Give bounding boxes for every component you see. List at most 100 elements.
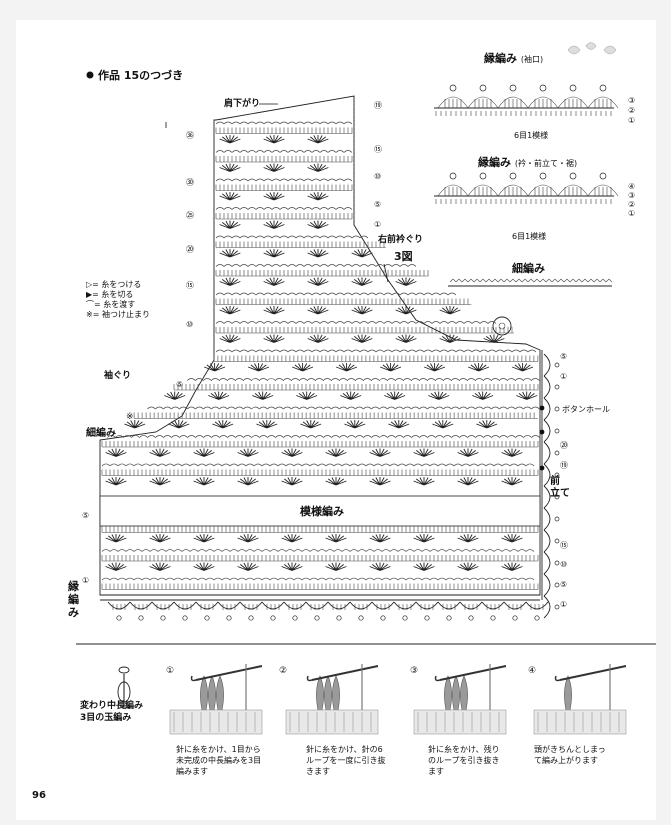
edging-label-char: み: [68, 606, 79, 619]
edging-scallop: [327, 601, 351, 610]
chain-mesh-row: [215, 207, 353, 210]
edging-stitches: [310, 604, 324, 610]
fan-motif: [263, 220, 285, 229]
stitch-row: [101, 583, 539, 590]
fan-motif: [501, 562, 523, 571]
crochet-hook-icon: [439, 665, 507, 681]
row-number-right: ①: [560, 372, 568, 381]
fan-motif: [340, 391, 362, 400]
edging-chart-base-stitches: [435, 199, 612, 204]
fan-motif: [237, 562, 259, 571]
edging-chart-stitches: [564, 187, 582, 196]
edging-chart-arch: [587, 184, 619, 197]
legend-text: = 袖つけ止まり: [92, 310, 150, 319]
legend-text: = 糸を切る: [92, 290, 134, 299]
edging-chart-stitches: [534, 99, 552, 108]
edging-scallop: [349, 601, 373, 610]
edging-picot: [380, 615, 386, 621]
chain-mesh-row: [215, 150, 353, 153]
band-scallop: [543, 595, 551, 619]
fan-motif: [281, 448, 303, 457]
edging-picot: [248, 615, 254, 621]
band-picot: [554, 516, 560, 522]
band-picot: [554, 472, 560, 478]
caption-line: 未完成の中長編みを3目: [176, 756, 262, 765]
edging-chart-arch: [437, 96, 469, 109]
fan-motif: [413, 448, 435, 457]
fan-motif: [439, 334, 461, 343]
buttonhole-icon: [539, 465, 545, 471]
caption-line: きます: [306, 767, 330, 776]
sleeve-stop-mark: ※: [126, 412, 134, 422]
page-title: 作品 15のつづき: [98, 69, 184, 82]
row-number-left: ⑤: [82, 511, 90, 520]
fan-motif: [369, 562, 391, 571]
legend-carry-icon: ⌒: [86, 300, 94, 309]
fan-motif: [219, 249, 241, 258]
chain-mesh-row: [215, 321, 497, 324]
edging-chart-picot: [599, 172, 607, 180]
howto-step-illustration: [285, 664, 379, 735]
buttonhole-icon: [539, 405, 545, 411]
edging-band-row-numbers: ④ ③ ② ①: [628, 182, 635, 218]
edging-stitches: [376, 604, 390, 610]
fan-motif: [263, 249, 285, 258]
edging-picot: [402, 615, 408, 621]
row-number-right: ①: [560, 600, 568, 609]
edging-stitches: [112, 604, 126, 610]
legend-cut-icon: ▶: [86, 290, 93, 299]
edging-band-note: (衿・前立て・裾): [514, 159, 578, 168]
edging-stitches: [134, 604, 148, 610]
edging-chart-picot: [539, 84, 547, 92]
edging-stitches: [442, 604, 456, 610]
corner-flower-center-icon: [498, 322, 506, 330]
fan-motif: [380, 363, 402, 372]
fan-motif: [256, 420, 278, 429]
edging-picot: [424, 615, 430, 621]
fan-motif: [336, 363, 358, 372]
row-number: ③: [628, 191, 636, 200]
symbol-legend: ▷= 糸をつける ▶= 糸を切る ⌒= 糸を渡す ※= 袖つけ止まり: [86, 280, 150, 320]
band-picot: [554, 582, 560, 588]
edging-chart-stitches: [504, 187, 522, 196]
fan-motif: [219, 163, 241, 172]
edging-chart-arch: [497, 184, 529, 197]
fan-motif: [281, 562, 303, 571]
legend-item: ▶= 糸を切る: [86, 290, 150, 300]
fan-motif: [149, 562, 171, 571]
caption-line: のループを引き抜き: [428, 756, 500, 765]
fan-motif: [476, 420, 498, 429]
edging-scallop: [129, 601, 153, 610]
shoulder-label: 肩下がり: [224, 99, 261, 109]
edging-chart-stitches: [534, 187, 552, 196]
row-number-left: ㊱: [186, 131, 194, 140]
stitch-row: [101, 469, 539, 476]
fan-motif: [307, 220, 329, 229]
band-scallop: [543, 463, 551, 487]
edging-picot: [138, 615, 144, 621]
edging-sleeve-title: 縁編み (袖口): [484, 50, 543, 66]
edging-stitches: [530, 604, 544, 610]
row-number: ④: [628, 182, 636, 191]
row-number-right: ⑮: [374, 145, 382, 154]
edging-scallop: [459, 601, 483, 610]
row-number-left: ⑳: [186, 245, 194, 254]
front-band-char: 立て: [550, 488, 570, 499]
edging-picot: [314, 615, 320, 621]
edging-stitches: [420, 604, 434, 610]
fan-motif: [413, 534, 435, 543]
chain-mesh-row: [215, 235, 369, 239]
fan-motif: [351, 249, 373, 258]
stitch-row: [215, 270, 429, 277]
fan-motif: [395, 306, 417, 315]
edging-chart-stitches: [444, 99, 462, 108]
band-picot: [554, 406, 560, 412]
edging-stitches: [200, 604, 214, 610]
edging-label-char: 編: [68, 593, 79, 606]
howto-step-illustration: [413, 664, 507, 735]
edging-picot: [446, 615, 452, 621]
edging-picot: [292, 615, 298, 621]
edging-stitches: [464, 604, 478, 610]
fan-motif: [369, 477, 391, 486]
fan-motif: [413, 477, 435, 486]
